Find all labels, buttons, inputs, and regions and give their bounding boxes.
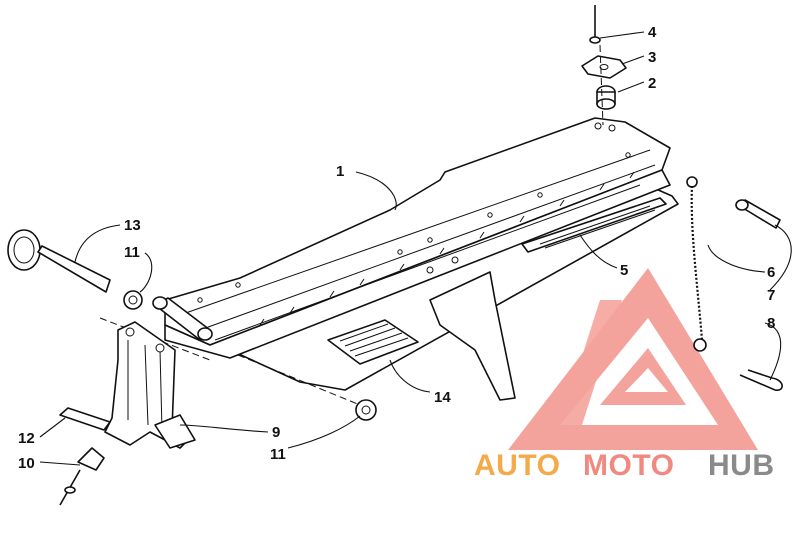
watermark-triangle-notch <box>625 368 668 392</box>
leader-2 <box>617 81 645 93</box>
tray-hinge-knuckles <box>259 171 635 326</box>
watermark-text-moto: MOTO <box>583 449 674 482</box>
callout-11-bottom: 11 <box>270 446 286 463</box>
part-10-clip <box>59 447 105 506</box>
leader-10 <box>39 461 81 466</box>
tray-front-face <box>164 169 671 359</box>
leader-11a <box>139 252 153 293</box>
leader-4 <box>599 31 645 39</box>
leader-5 <box>579 234 618 269</box>
callout-3: 3 <box>648 49 656 66</box>
callout-12: 12 <box>18 430 35 447</box>
part-14-decal <box>327 319 419 365</box>
watermark-text-auto: AUTO <box>474 449 560 482</box>
leader-13 <box>74 224 121 263</box>
leader-14 <box>389 359 431 393</box>
leader-12 <box>39 417 66 438</box>
bracket-foot <box>154 414 196 449</box>
cable-line <box>690 185 704 341</box>
callout-2: 2 <box>648 75 656 92</box>
leader-11b <box>287 415 361 449</box>
callout-14: 14 <box>434 389 451 406</box>
callout-13: 13 <box>124 217 141 234</box>
callout-5: 5 <box>620 262 628 279</box>
leader-8 <box>764 322 782 381</box>
fastener-axis-line <box>599 44 604 126</box>
callout-11-top: 11 <box>124 244 140 261</box>
tray-hinge-tube <box>152 296 213 341</box>
tray-rib-2 <box>199 164 656 331</box>
watermark-text: AUTO MOTO HUB <box>474 449 775 482</box>
watermark-logo <box>508 268 758 450</box>
callout-6: 6 <box>767 264 775 281</box>
part-3-flange-plate <box>581 55 627 79</box>
leader-1 <box>355 171 397 211</box>
part-2-grommet <box>596 85 616 110</box>
part-9-bracket <box>104 321 196 449</box>
watermark-m-stroke <box>560 300 622 425</box>
tray-rib-1 <box>179 149 651 316</box>
callout-10: 10 <box>18 455 35 472</box>
tray-fin <box>429 271 516 401</box>
part-4-pin <box>589 5 601 44</box>
callout-8: 8 <box>767 315 775 332</box>
callout-7: 7 <box>767 287 775 304</box>
leader-9 <box>179 424 269 433</box>
decal-plate <box>327 319 419 365</box>
leader-6 <box>707 244 766 273</box>
tray-rib-3 <box>214 184 641 341</box>
part-8-hairpin <box>739 369 783 391</box>
watermark-text-hub: HUB <box>708 449 775 482</box>
part-11-bushing-right <box>355 399 377 421</box>
part-13-hitch-pin <box>7 229 111 293</box>
callout-labels: 1 2 3 4 5 6 7 8 9 10 11 11 12 13 14 <box>18 24 775 472</box>
hitch-pin-ring <box>7 229 41 271</box>
leader-lines <box>39 31 792 466</box>
leader-3 <box>621 55 645 65</box>
part-12-plate <box>59 407 111 431</box>
hitch-pin-shaft <box>37 245 111 293</box>
tray-holes <box>197 122 631 303</box>
callout-1: 1 <box>336 163 344 180</box>
callout-4: 4 <box>648 24 657 41</box>
leader-7 <box>769 224 792 291</box>
part-7-pin <box>735 199 781 229</box>
part-11-bushing-left <box>123 290 143 310</box>
callout-9: 9 <box>272 424 280 441</box>
part-6-cable <box>686 176 707 352</box>
